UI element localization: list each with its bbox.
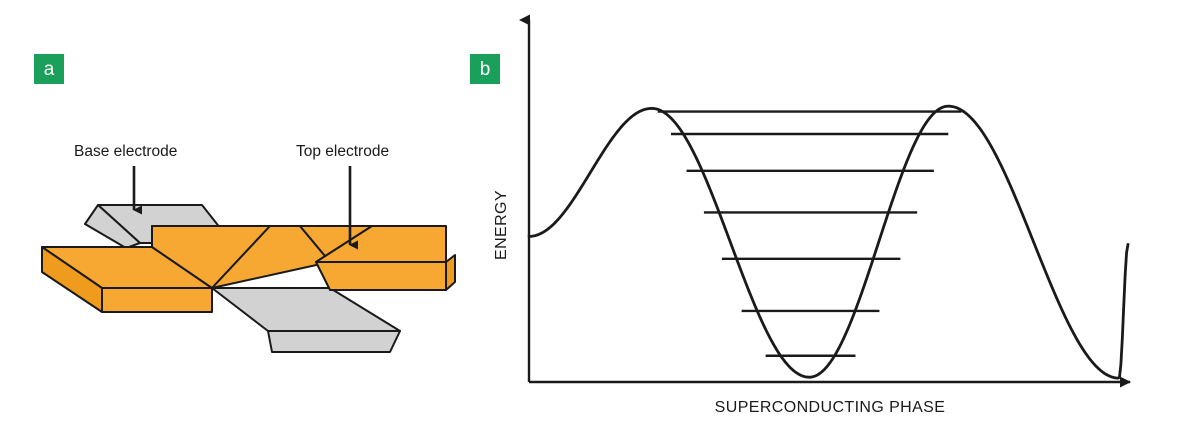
top-electrode-right-front-face <box>315 261 447 291</box>
top-electrode-plateau <box>151 225 331 289</box>
energy-levels-group <box>657 110 962 357</box>
callout-base-electrode: Base electrode <box>74 143 177 215</box>
washboard-potential-chart: ENERGY SUPERCONDUCTING PHASE <box>493 14 1131 416</box>
base-electrode-lower-wing <box>211 287 401 353</box>
top-electrode-right-pad <box>299 225 456 291</box>
panel-label-b: b <box>470 54 500 84</box>
panel-b: b ENERGY SUPERCONDUCTING PHASE <box>470 0 1200 437</box>
panel-a: a <box>0 0 470 437</box>
x-axis-label: SUPERCONDUCTING PHASE <box>715 399 946 416</box>
top-electrode-left-front-face <box>101 287 213 313</box>
top-electrode-right-end-face <box>445 254 456 291</box>
junction-schematic: Base electrode Top electrode <box>41 143 456 353</box>
callout-top-electrode: Top electrode <box>296 143 389 250</box>
base-electrode-label: Base electrode <box>74 143 177 160</box>
top-electrode-left-slab <box>41 246 213 313</box>
top-electrode-label: Top electrode <box>296 143 389 160</box>
base-electrode-lower-front-face <box>267 330 401 353</box>
y-axis-label: ENERGY <box>493 190 510 260</box>
base-electrode-lower-top-face <box>211 287 401 332</box>
panel-label-a: a <box>34 54 64 84</box>
top-electrode-plateau-face <box>151 225 331 289</box>
potential-energy-curve <box>527 104 1130 380</box>
